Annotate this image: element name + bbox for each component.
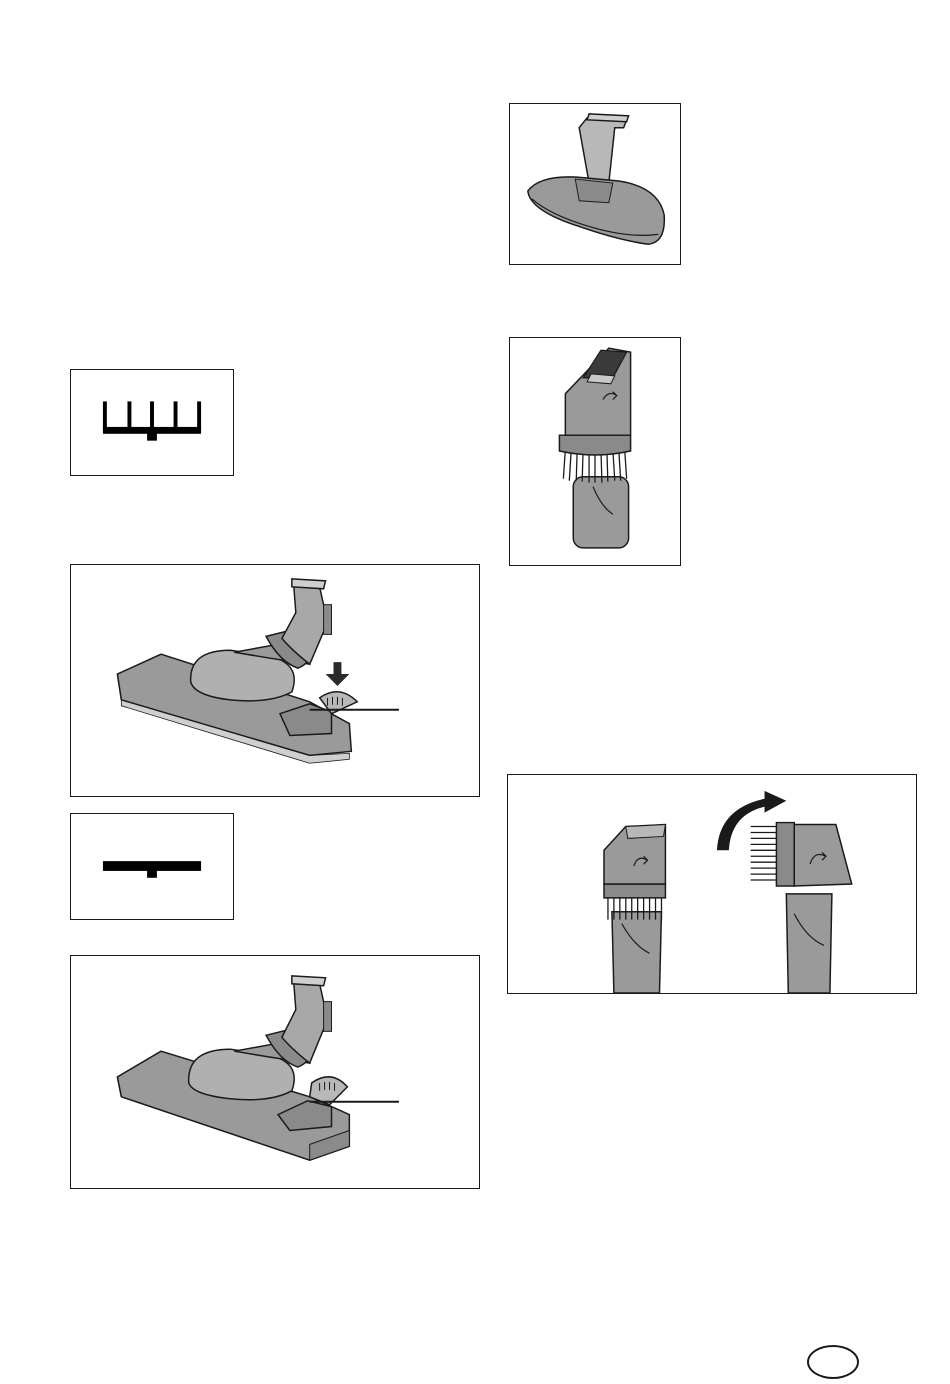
- floor-nozzle-bristles-up-figure: [70, 955, 480, 1189]
- floor-nozzle-bristles-down-figure: [70, 564, 480, 797]
- floor-nozzle-drawing: [71, 956, 479, 1188]
- brush-conversion-drawing: [508, 775, 916, 993]
- bristles-retracted-icon: [71, 814, 233, 919]
- language-badge: [807, 1345, 859, 1379]
- hard-floor-symbol-box: [70, 813, 234, 920]
- dusting-brush-figure: [509, 337, 681, 566]
- dusting-brush-drawing: [510, 338, 680, 565]
- upholstery-nozzle-figure: [509, 103, 681, 265]
- press-arrow-icon: [326, 662, 350, 686]
- brush-conversion-figure: [507, 774, 917, 994]
- floor-nozzle-drawing: [71, 565, 479, 796]
- upholstery-nozzle-drawing: [510, 104, 680, 264]
- bristles-extended-icon: [71, 370, 233, 475]
- carpet-symbol-box: [70, 369, 234, 476]
